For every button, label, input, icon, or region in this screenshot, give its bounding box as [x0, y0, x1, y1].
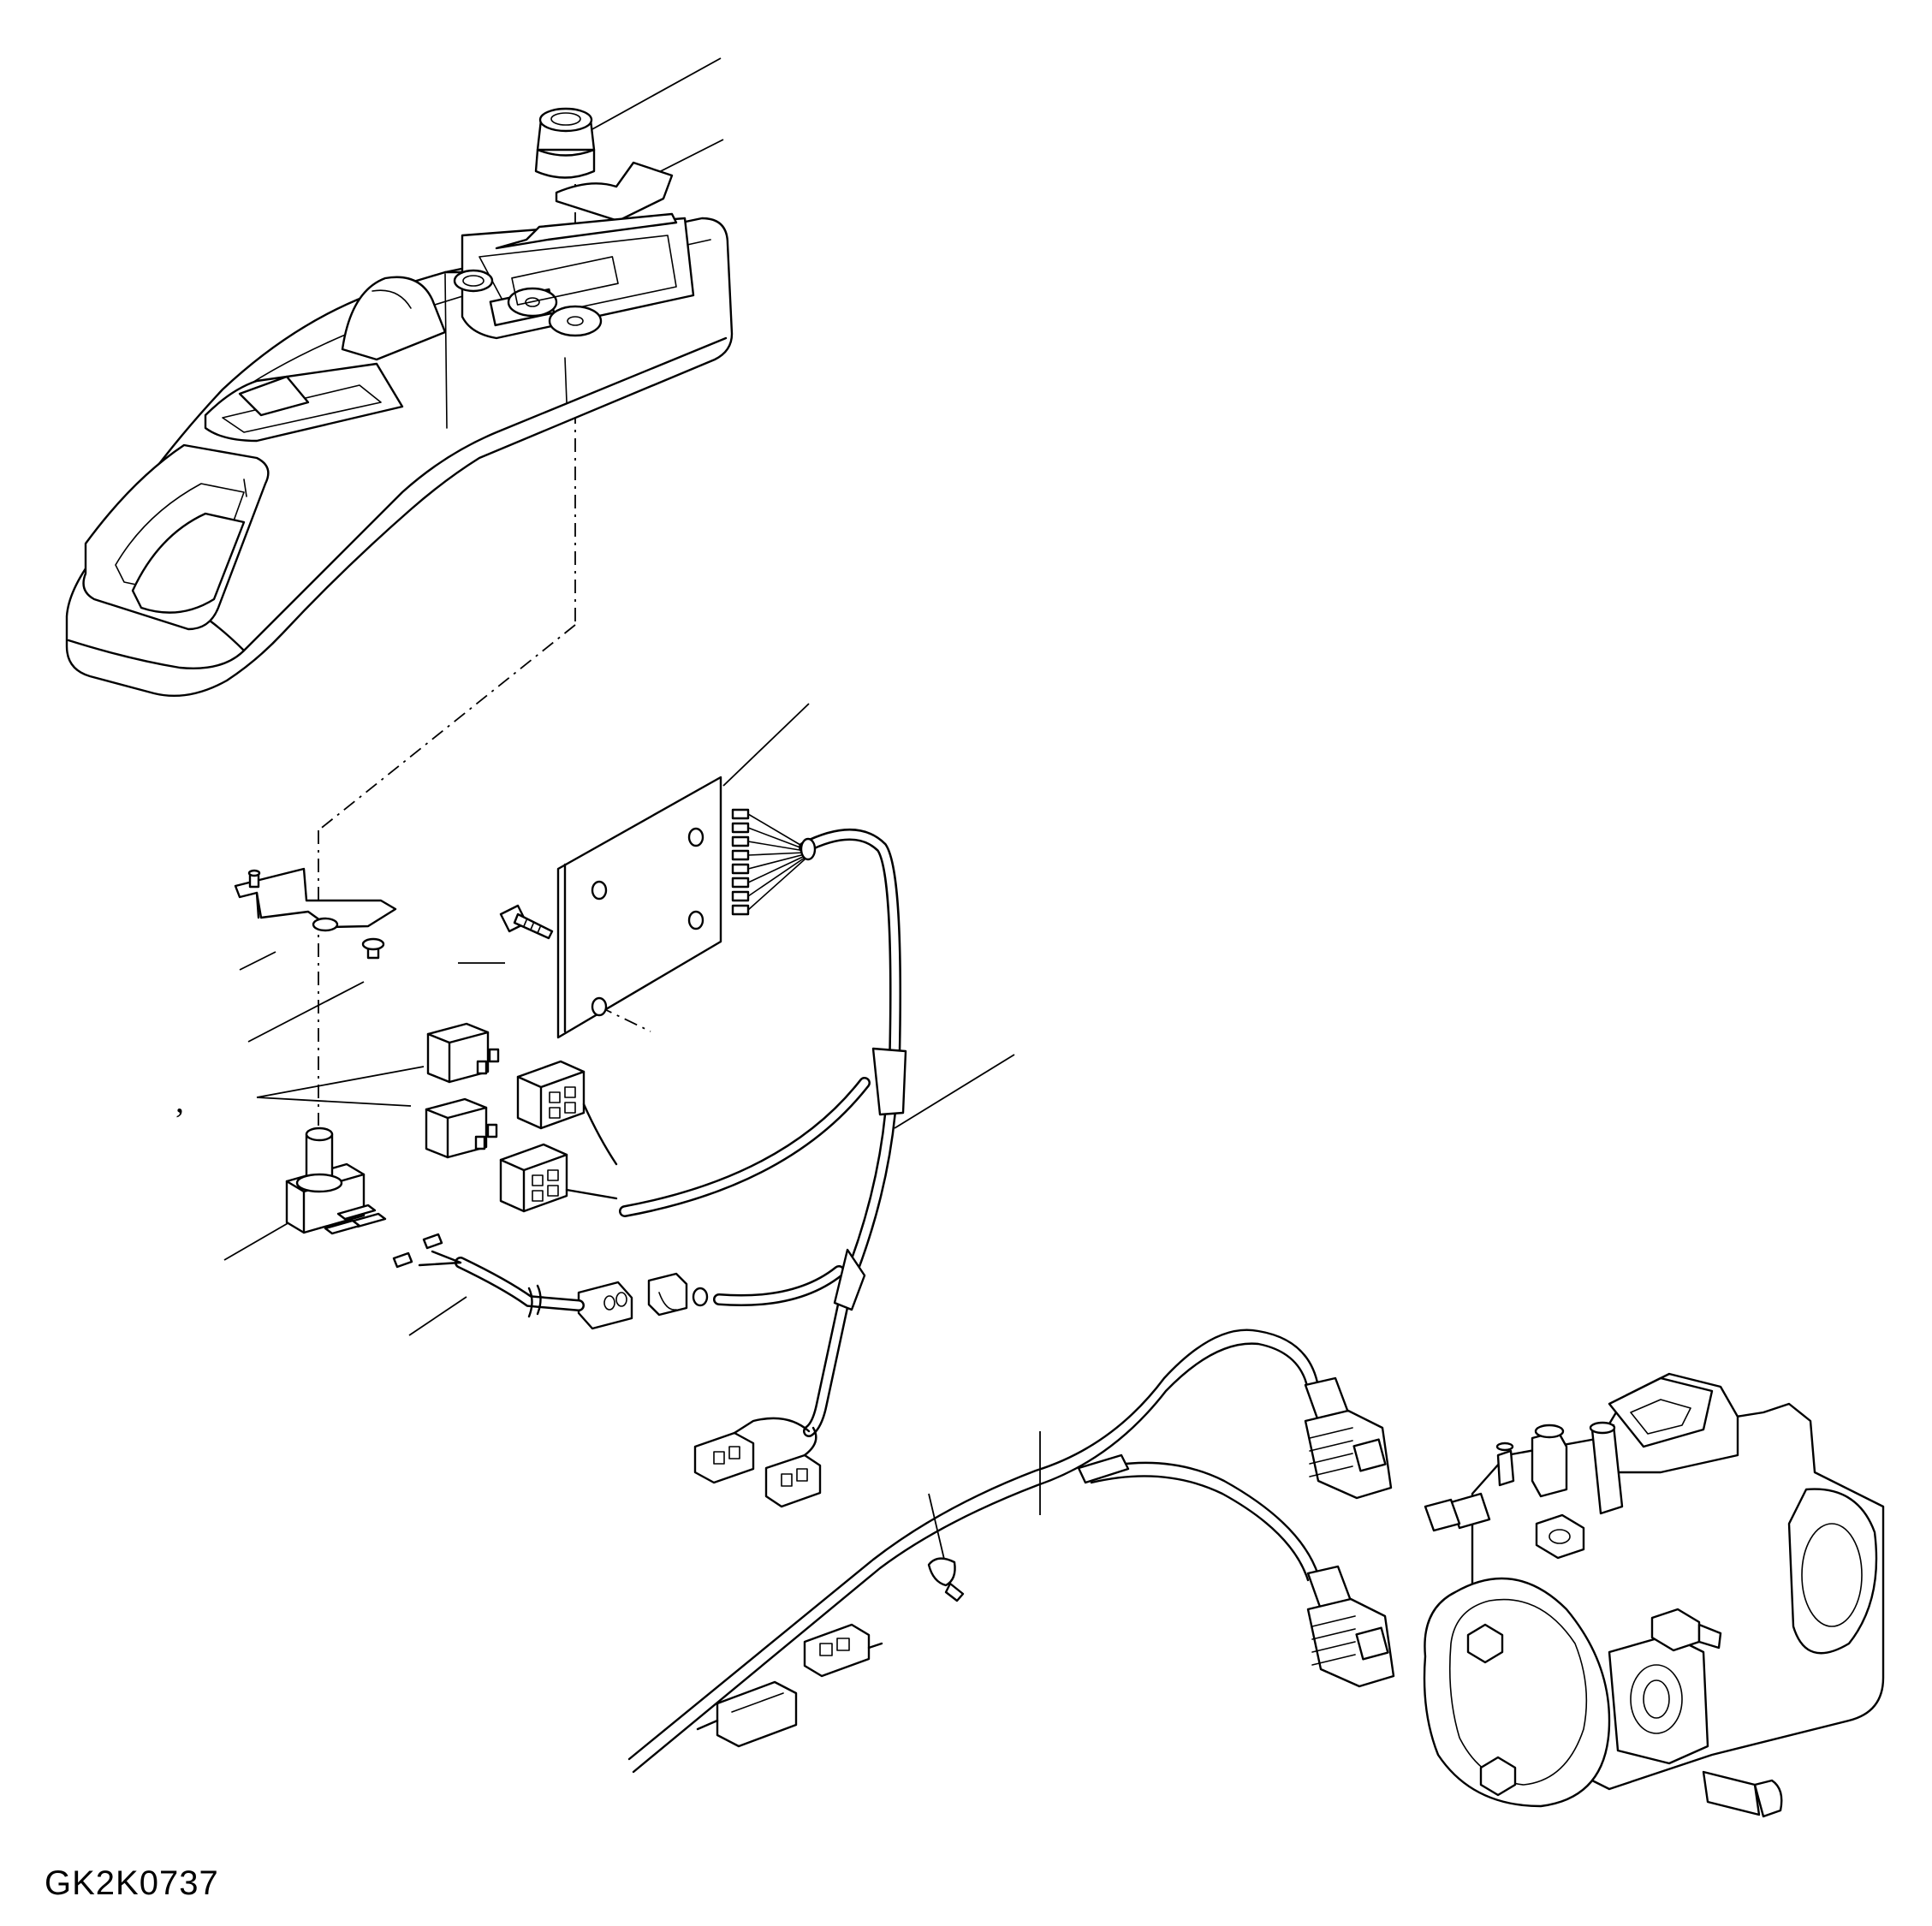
harness-connectors — [577, 1272, 822, 1508]
controller-board — [556, 776, 805, 1039]
pump-harness — [627, 1329, 1395, 1774]
knob — [534, 107, 596, 179]
leader-lines — [223, 57, 1041, 1567]
label-plate — [555, 161, 674, 223]
main-harness — [619, 829, 907, 1437]
bracket-screw — [361, 937, 385, 960]
stray-mark: , — [175, 1081, 184, 1120]
relay-upper — [426, 1022, 500, 1084]
hydraulic-pump — [1423, 1372, 1885, 1818]
relay-lower — [425, 1097, 498, 1159]
console-cover — [65, 212, 734, 698]
relay-sockets — [499, 1060, 618, 1213]
drawing-code-label: GK2K0737 — [45, 1864, 219, 1902]
mounting-bracket — [234, 867, 397, 932]
cable-tie — [927, 1557, 965, 1602]
board-bolt — [499, 904, 554, 940]
board-terminals — [731, 808, 805, 916]
potentiometer — [285, 1126, 387, 1235]
wire-lead — [392, 1233, 585, 1318]
